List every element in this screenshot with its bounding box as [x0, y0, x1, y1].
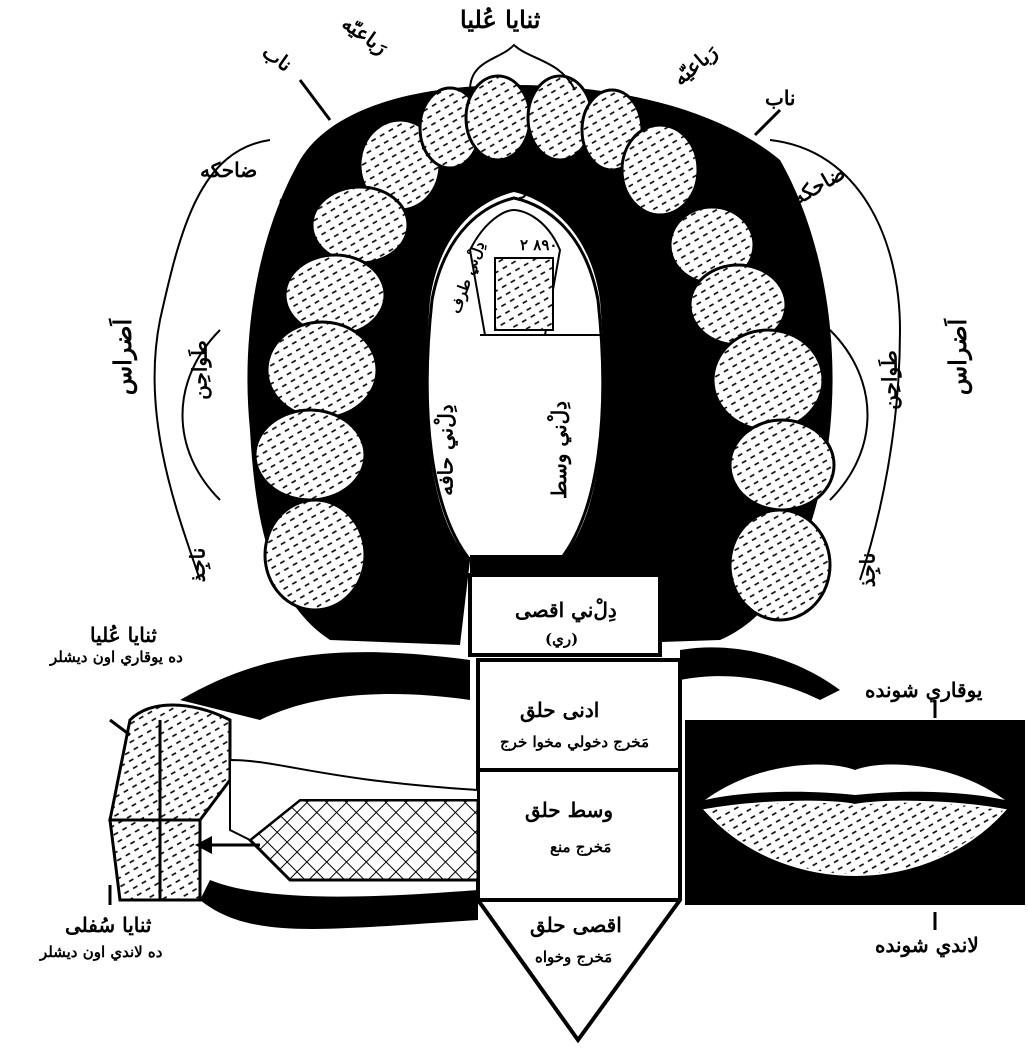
label-tongue-middle: دِلْ‌ني وسط	[549, 401, 569, 499]
label-nab-right: ناب	[765, 88, 796, 108]
label-tavahin-right: طَواحِن	[880, 350, 900, 409]
label-edna-halk-sub: مَخرج دخولي مخوا خرج	[500, 735, 649, 750]
label-nacid-left: ناجِذ	[187, 548, 207, 583]
label-tongue-tip: دِلْ‌ني سر	[520, 183, 580, 198]
label-tongue-back-sub: (ري)	[545, 632, 578, 647]
label-adras-left: اَضراس	[111, 319, 135, 395]
label-tongue-edge-right: دِلْ‌ني حافه	[644, 389, 664, 480]
label-tavahin-left: طَواحِن	[190, 340, 210, 399]
label-lower-lip: لاندي شونده	[875, 935, 979, 955]
label-vasat-halk-sub: مَخرج منع	[550, 840, 611, 855]
label-tongue-digits: ٨٩٠ ٢	[520, 238, 557, 253]
label-thanaya-sufla: ثنايا سُفلى	[65, 915, 151, 935]
label-aksa-halk-sub: مَخرج وخواه	[535, 950, 612, 965]
label-adras-right: اَضراس	[946, 319, 970, 395]
label-tongue-back: دِلْ‌ني اقصى	[515, 600, 617, 620]
label-aksa-halk: اقصى حلق	[530, 915, 622, 935]
label-upper-lip: يوقاري شونده	[865, 680, 982, 700]
jaw-connector	[180, 652, 470, 720]
label-thanaya-sufla-sub: ده لاندي اون ديشلر	[40, 945, 162, 960]
label-thanaya-ulya-top: ثنايا عُليا	[460, 8, 540, 32]
label-tongue-edge-left: دِلْ‌ني حافه	[436, 404, 456, 495]
label-nacid-right: ناجِذ	[857, 553, 877, 588]
label-vasat-halk: وسط حلق	[525, 800, 613, 820]
label-thanaya-ulya-side-sub: ده يوقاري اون ديشلر	[50, 650, 183, 665]
label-edna-halk: ادنى حلق	[520, 700, 599, 720]
label-dahike-left: ضاحكه	[200, 160, 257, 180]
tongue-tip-box	[495, 258, 553, 330]
label-thanaya-ulya-side: ثنايا عُليا	[90, 625, 157, 645]
